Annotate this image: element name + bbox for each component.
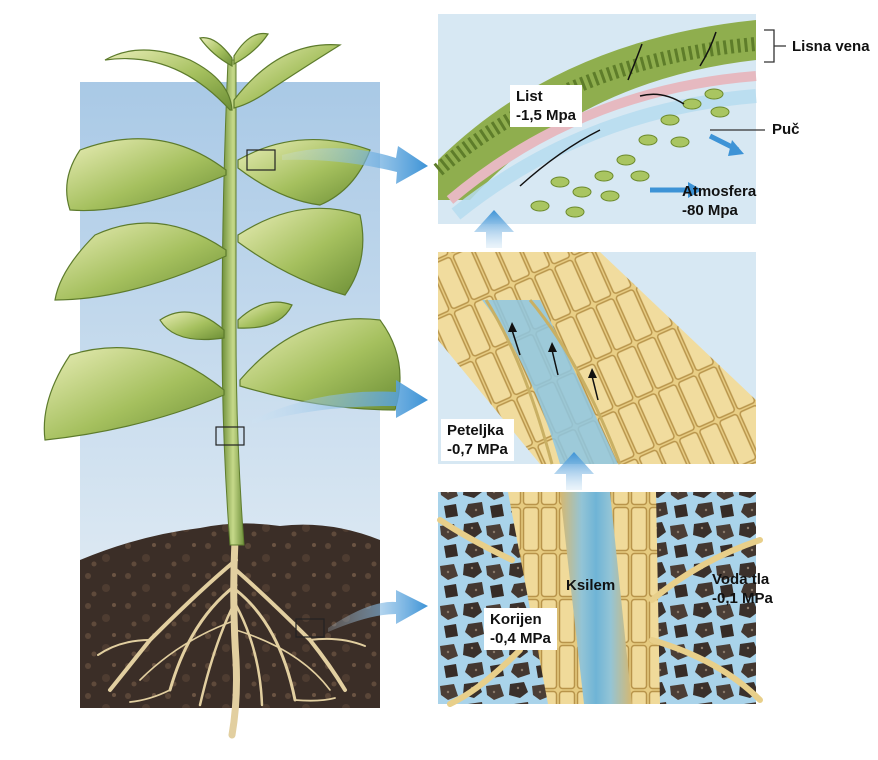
label-lisna-vena-text: Lisna vena xyxy=(792,37,870,56)
label-puc-text: Puč xyxy=(772,120,800,139)
soil xyxy=(80,523,380,708)
label-voda-tla-name: Voda tla xyxy=(712,570,773,589)
label-puc: Puč xyxy=(772,120,800,139)
label-peteljka-name: Peteljka xyxy=(447,421,508,440)
label-atmosfera-name: Atmosfera xyxy=(682,182,756,201)
label-voda-tla: Voda tla -0,1 MPa xyxy=(712,570,773,608)
label-list-value: -1,5 Mpa xyxy=(516,106,576,125)
label-ksilem: Ksilem xyxy=(566,576,615,595)
label-atmosfera: Atmosfera -80 Mpa xyxy=(682,182,756,220)
label-peteljka-value: -0,7 MPa xyxy=(447,440,508,459)
label-list-name: List xyxy=(516,87,576,106)
label-ksilem-text: Ksilem xyxy=(566,576,615,595)
label-korijen-name: Korijen xyxy=(490,610,551,629)
label-voda-tla-value: -0,1 MPa xyxy=(712,589,773,608)
label-atmosfera-value: -80 Mpa xyxy=(682,201,756,220)
label-lisna-vena: Lisna vena xyxy=(792,37,870,56)
label-peteljka: Peteljka -0,7 MPa xyxy=(441,419,514,461)
label-korijen-value: -0,4 MPa xyxy=(490,629,551,648)
label-list: List -1,5 Mpa xyxy=(510,85,582,127)
label-korijen: Korijen -0,4 MPa xyxy=(484,608,557,650)
lisna-vena-bracket xyxy=(764,30,786,62)
